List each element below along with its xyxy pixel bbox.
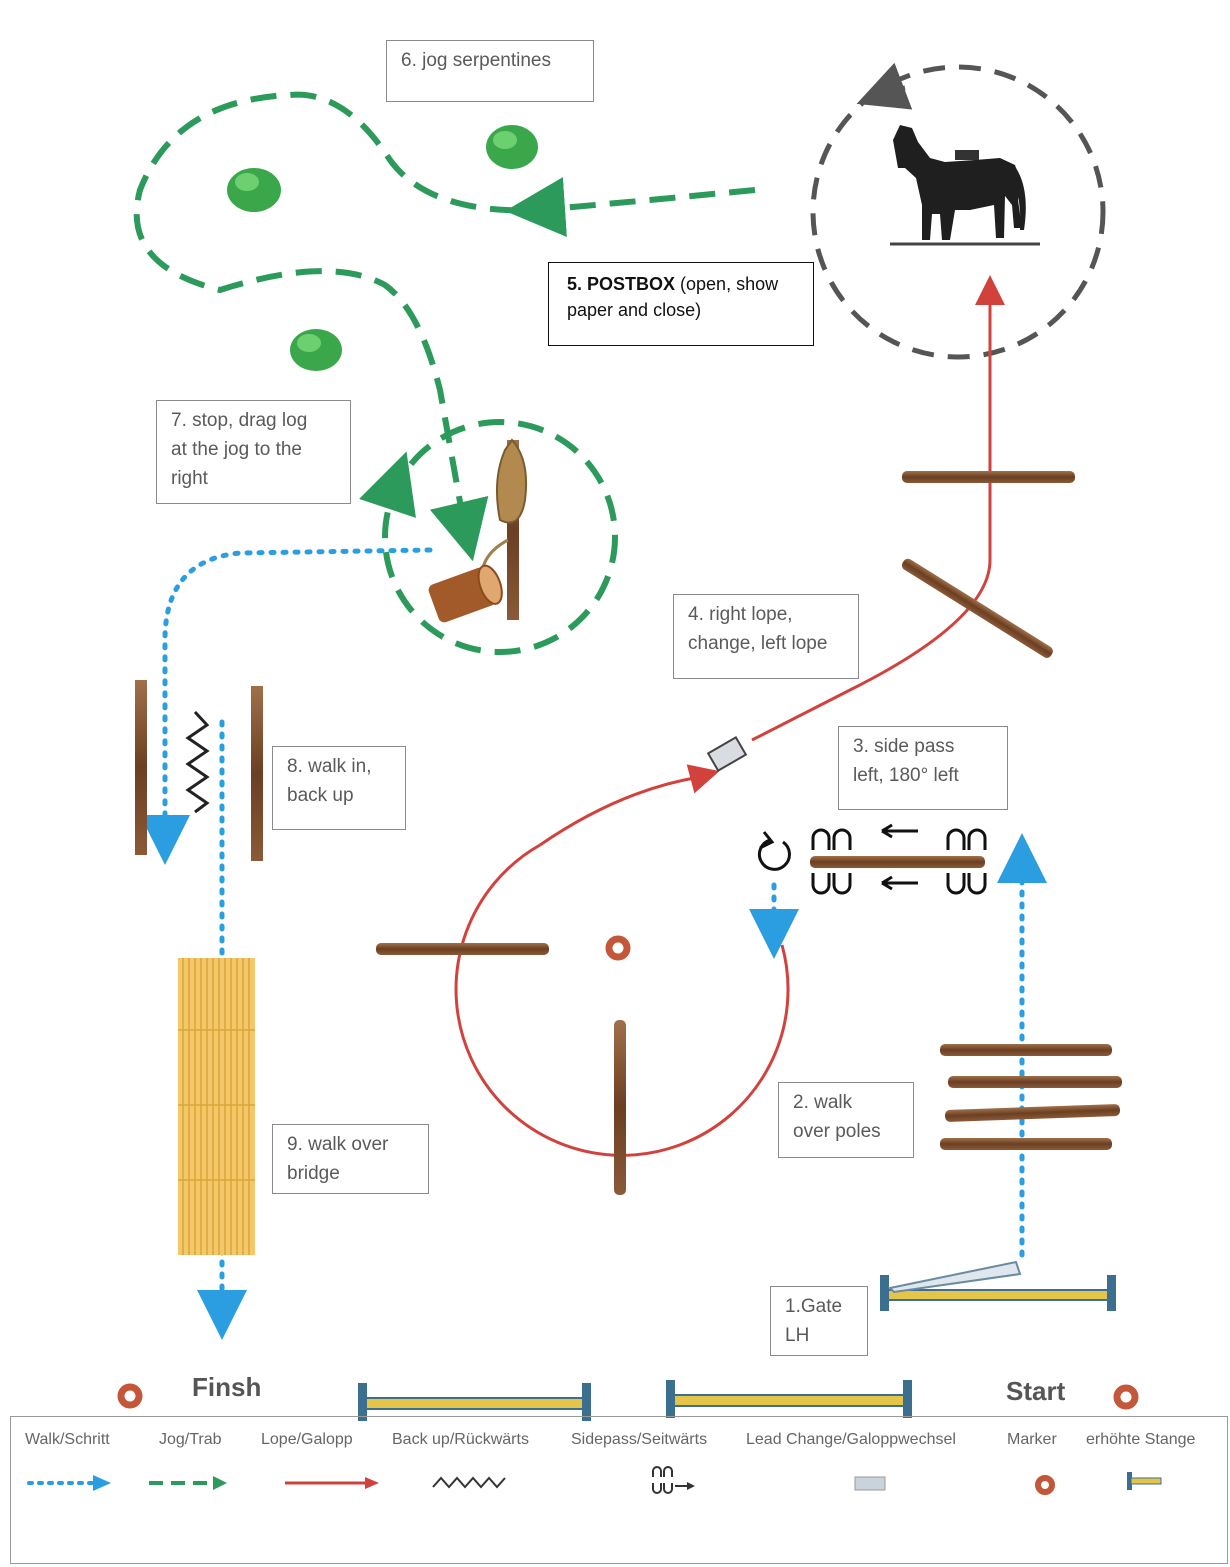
bush-icon — [486, 125, 538, 169]
legend-marker-icon — [1035, 1475, 1055, 1495]
sidepass-hoof-icons — [811, 823, 987, 895]
legend-zigzag-icon — [432, 1476, 506, 1489]
jog-serpentine-path — [133, 91, 756, 562]
legend-lead-change-label: Lead Change/Galoppwechsel — [746, 1431, 956, 1448]
step-7-label: 7. stop, drag log at the jog to the righ… — [156, 400, 351, 504]
marker-icon — [605, 935, 631, 961]
step-2-label: 2. walk over poles — [778, 1082, 914, 1158]
legend: Walk/Schritt Jog/Trab Lope/Galopp Back u… — [10, 1416, 1228, 1564]
walk-path-start — [749, 833, 1047, 1258]
legend-raised-pole-label: erhöhte Stange — [1086, 1431, 1196, 1448]
back-up-zigzag — [185, 710, 210, 814]
lead-change-box — [706, 735, 748, 773]
start-marker — [1113, 1384, 1139, 1410]
step-5-title: 5. POSTBOX — [567, 274, 676, 294]
raised-pole — [666, 1380, 912, 1418]
drag-log-circle — [359, 419, 618, 655]
bush-icon — [290, 329, 342, 371]
drag-log-icon — [428, 438, 528, 623]
step-9-label: 9. walk over bridge — [272, 1124, 429, 1194]
legend-sidepass-icon — [652, 1466, 695, 1494]
horse-start-circle — [810, 62, 1106, 360]
gate — [880, 1260, 1116, 1311]
legend-raised-pole-icon — [1127, 1472, 1162, 1490]
legend-jog-arrow-icon — [149, 1476, 227, 1490]
raised-pole — [358, 1383, 591, 1421]
legend-walk-arrow-icon — [27, 1475, 111, 1491]
step-5-description: (open, show paper and close) — [567, 274, 779, 320]
legend-lope-label: Lope/Galopp — [261, 1431, 353, 1448]
step-5-label: 5. POSTBOX (open, show paper and close) — [548, 262, 814, 346]
walk-over-poles — [940, 1044, 1122, 1150]
step-8-label: 8. walk in, back up — [272, 746, 406, 830]
finish-label: Finsh — [192, 1372, 262, 1402]
legend-backup-label: Back up/Rückwärts — [392, 1431, 529, 1448]
bush-icon — [227, 168, 281, 212]
bridge — [178, 958, 255, 1255]
legend-lead-change-icon — [854, 1476, 886, 1491]
step-4-label: 4. right lope, change, left lope — [673, 594, 859, 679]
back-up-poles — [135, 680, 263, 861]
sidepass-pole — [810, 856, 985, 868]
lope-circle-poles — [376, 943, 626, 1195]
finish-marker — [117, 1383, 143, 1409]
lope-poles — [901, 471, 1075, 658]
lope-path — [454, 275, 1005, 1157]
rotate-180-icon — [757, 831, 791, 871]
legend-lope-arrow-icon — [285, 1477, 379, 1489]
start-label: Start — [1006, 1376, 1066, 1406]
horse-icon — [890, 125, 1040, 246]
legend-jog-label: Jog/Trab — [159, 1431, 222, 1448]
step-1-label: 1.Gate LH — [770, 1286, 868, 1356]
legend-walk-label: Walk/Schritt — [25, 1431, 110, 1448]
step-3-label: 3. side pass left, 180° left — [838, 726, 1008, 810]
legend-sidepass-label: Sidepass/Seitwärts — [571, 1431, 708, 1448]
legend-marker-label: Marker — [1007, 1431, 1057, 1448]
step-6-label: 6. jog serpentines — [386, 40, 594, 102]
